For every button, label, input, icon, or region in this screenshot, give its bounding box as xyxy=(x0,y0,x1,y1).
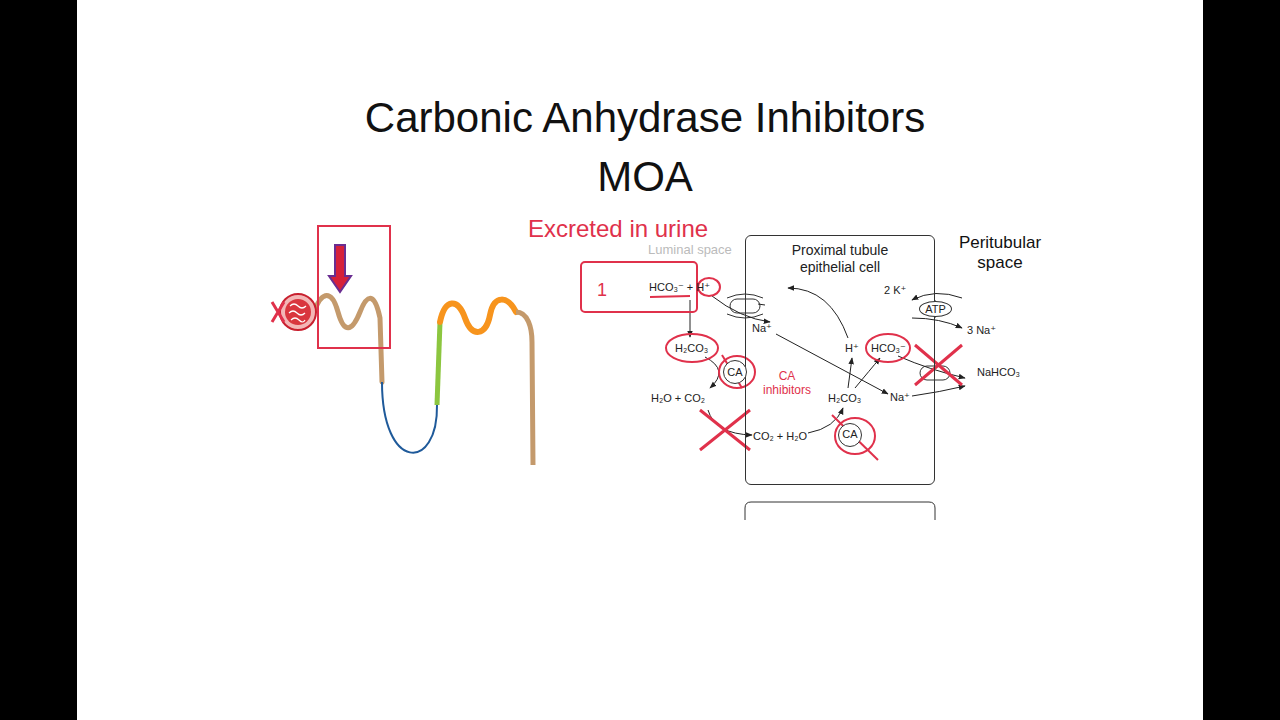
ion-label: H⁺ xyxy=(845,342,859,355)
cell-outline-part xyxy=(745,502,935,520)
chemical-label: NaHCO₃ xyxy=(977,366,1020,379)
enzyme-circle: CA xyxy=(838,423,862,447)
node-text: ATP xyxy=(925,303,946,315)
nephron-drawing-part xyxy=(440,300,516,332)
nephron-drawing-part xyxy=(437,322,440,405)
ion-label: HCO₃⁻ xyxy=(871,342,906,355)
reaction-arrows-part xyxy=(912,386,965,396)
annotation-marks xyxy=(581,262,962,460)
annotation-marks-part xyxy=(700,410,750,450)
cell-outline xyxy=(745,502,935,520)
annotation-marks-part xyxy=(866,334,910,362)
down-arrow-part xyxy=(329,245,351,292)
blocked-mark-part xyxy=(272,302,284,322)
reaction-arrows-part xyxy=(788,288,848,338)
ion-label: Na⁺ xyxy=(890,391,910,404)
ion-label: 3 Na⁺ xyxy=(967,324,996,337)
enzyme-circle: CA xyxy=(723,360,747,384)
reaction-arrows xyxy=(690,288,965,435)
nephron-drawing-part xyxy=(516,312,533,465)
node-text: CA xyxy=(727,366,742,378)
nephron-drawing-part xyxy=(314,296,382,383)
glomerulus xyxy=(280,294,316,330)
chemical-label: H₂CO₃ xyxy=(675,342,708,355)
annotation-marks-part xyxy=(666,334,718,362)
glomerulus-part xyxy=(285,299,311,325)
highlight-box xyxy=(318,226,390,348)
region-label: Luminal space xyxy=(648,243,732,258)
annotation-marks-part xyxy=(719,356,755,388)
reaction-arrows-part xyxy=(705,357,719,388)
annotation-note: CA inhibitors xyxy=(757,370,817,398)
pump-oval: ATP xyxy=(919,301,952,317)
reaction-arrows-part xyxy=(912,318,962,328)
ion-label: Na⁺ xyxy=(752,322,772,335)
ion-label: 2 K⁺ xyxy=(884,284,906,297)
region-label: Peritubular space xyxy=(945,233,1055,272)
annotation-marks-part xyxy=(650,296,690,297)
annotation-marks-part xyxy=(915,345,962,385)
chemical-label: HCO₃⁻ + H⁺ xyxy=(649,281,710,294)
reaction-arrows-part xyxy=(712,296,770,322)
chemical-label: H₂CO₃ xyxy=(828,392,861,405)
node-text: Proximal tubule epithelial cell xyxy=(766,242,914,276)
cell-box: Proximal tubule epithelial cellCA xyxy=(745,235,935,485)
reaction-arrows-part xyxy=(912,293,962,300)
reaction-arrows-part xyxy=(758,304,765,305)
slide-title: Carbonic Anhydrase Inhibitors MOA xyxy=(351,88,939,206)
reaction-arrows-part xyxy=(690,300,691,337)
chemical-label: CO₂ + H₂O xyxy=(753,430,807,443)
callout-number: 1 xyxy=(597,280,607,301)
nephron-drawing-part xyxy=(382,382,437,453)
annotation-marks-part xyxy=(832,415,878,460)
glomerulus-part xyxy=(280,294,316,330)
nephron-drawing xyxy=(314,296,533,466)
highlight-box-part xyxy=(318,226,390,348)
glomerulus-part xyxy=(289,304,306,322)
blocked-mark xyxy=(272,302,284,322)
node-text: CA xyxy=(842,428,857,441)
chemical-label: H₂O + CO₂ xyxy=(651,392,705,405)
down-arrow xyxy=(329,245,351,292)
annotation-note: Excreted in urine xyxy=(528,215,708,243)
